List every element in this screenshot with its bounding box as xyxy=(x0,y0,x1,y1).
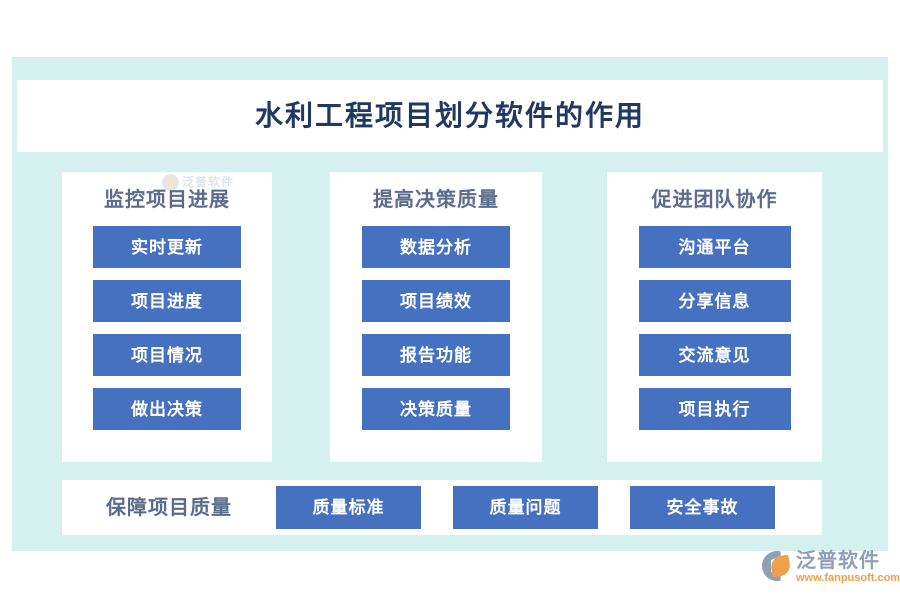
quality-row-items: 质量标准 质量问题 安全事故 xyxy=(276,486,775,529)
fanpu-logo-icon xyxy=(162,173,179,191)
quality-row-label: 保障项目质量 xyxy=(106,496,232,519)
feature-chip[interactable]: 分享信息 xyxy=(638,280,791,322)
feature-chip[interactable]: 项目进度 xyxy=(93,280,241,322)
column-items-decision: 数据分析 项目绩效 报告功能 决策质量 xyxy=(330,226,542,430)
feature-chip[interactable]: 决策质量 xyxy=(362,388,510,430)
quality-chip[interactable]: 质量标准 xyxy=(276,486,421,529)
brand-texts: 泛普软件 www.fanpusoft.com xyxy=(796,549,900,584)
quality-row: 保障项目质量 质量标准 质量问题 安全事故 xyxy=(62,480,822,535)
feature-column-monitoring: 监控项目进展 泛普软件 实时更新 项目进度 项目情况 做出决策 xyxy=(62,172,272,462)
feature-chip[interactable]: 报告功能 xyxy=(362,334,510,376)
page-title: 水利工程项目划分软件的作用 xyxy=(254,100,645,131)
feature-chip[interactable]: 项目执行 xyxy=(638,388,791,430)
column-heading-collaboration: 促进团队协作 xyxy=(651,189,778,211)
brand-url: www.fanpusoft.com xyxy=(796,572,900,584)
feature-chip[interactable]: 做出决策 xyxy=(93,388,241,430)
column-items-collaboration: 沟通平台 分享信息 交流意见 项目执行 xyxy=(607,226,822,430)
feature-chip[interactable]: 项目情况 xyxy=(93,334,241,376)
title-card: 水利工程项目划分软件的作用 xyxy=(17,80,883,152)
feature-chip[interactable]: 交流意见 xyxy=(638,334,791,376)
feature-chip[interactable]: 数据分析 xyxy=(362,226,510,268)
feature-chip[interactable]: 实时更新 xyxy=(93,226,241,268)
brand-name: 泛普软件 xyxy=(796,550,880,572)
feature-column-collaboration: 促进团队协作 沟通平台 分享信息 交流意见 项目执行 xyxy=(607,172,822,462)
fanpu-logo-icon xyxy=(762,551,792,581)
brand-logo: 泛普软件 www.fanpusoft.com xyxy=(762,549,900,593)
quality-chip[interactable]: 安全事故 xyxy=(630,486,775,529)
watermark-label: 泛普软件 xyxy=(182,175,235,189)
feature-chip[interactable]: 沟通平台 xyxy=(638,226,791,268)
column-heading-monitoring: 监控项目进展 xyxy=(104,189,230,211)
feature-columns: 监控项目进展 泛普软件 实时更新 项目进度 项目情况 做出决策 提高决策质量 数… xyxy=(62,172,822,462)
column-heading-decision: 提高决策质量 xyxy=(373,189,499,211)
feature-column-decision: 提高决策质量 数据分析 项目绩效 报告功能 决策质量 xyxy=(330,172,542,462)
quality-chip[interactable]: 质量问题 xyxy=(453,486,598,529)
feature-chip[interactable]: 项目绩效 xyxy=(362,280,510,322)
column-items-monitoring: 实时更新 项目进度 项目情况 做出决策 xyxy=(62,226,272,430)
